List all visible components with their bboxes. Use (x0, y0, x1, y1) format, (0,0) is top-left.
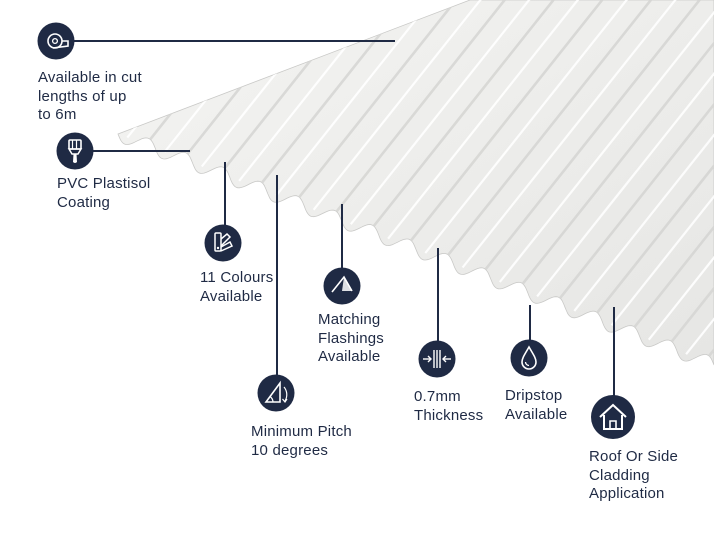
sheet-rib (517, 0, 714, 291)
colour-swatch-icon (204, 224, 242, 262)
leader-lines (70, 40, 615, 398)
corrugated-sheet (117, 0, 714, 366)
label-colours: 11 Colours Available (200, 269, 274, 305)
sheet-rib (331, 0, 514, 218)
sheet-rib (461, 0, 685, 269)
sheet-rib (293, 0, 465, 204)
sheet-rib (536, 0, 714, 298)
sheet-rib (312, 0, 490, 211)
water-drop-icon (510, 339, 548, 377)
sheet-rib (349, 0, 538, 225)
label-dripstop: Dripstop Available (505, 387, 568, 423)
label-flashings: Matching Flashings Available (318, 311, 384, 365)
sheet-rib (647, 0, 714, 341)
sheet-rib (405, 0, 612, 247)
sheet-rib (480, 0, 709, 276)
house-icon (591, 395, 635, 439)
sheet-rib (424, 0, 636, 254)
sheet-rib (573, 0, 714, 312)
thickness-icon (418, 340, 456, 378)
pitch-angle-icon (257, 374, 295, 412)
label-thickness: 0.7mm Thickness (414, 388, 484, 424)
sheet-rib (554, 0, 714, 305)
sheet-rib (610, 0, 714, 326)
tape-measure-icon (37, 22, 75, 60)
label-cladding: Roof Or Side Cladding Application (589, 448, 679, 502)
label-cut-lengths: Available in cut lengths of up to 6m (38, 69, 142, 123)
sheet-rib (442, 0, 660, 262)
sheet-rib (629, 0, 714, 334)
sheet-rib (591, 0, 714, 319)
paint-brush-icon (56, 132, 94, 170)
sheet-rib (387, 0, 587, 240)
label-pitch: Minimum Pitch 10 degrees (251, 423, 352, 459)
sheet-rib (275, 0, 441, 197)
label-coating: PVC Plastisol Coating (57, 175, 151, 211)
sheet-rib (498, 0, 714, 283)
sheet-rib (368, 0, 563, 233)
flashing-icon (323, 267, 361, 305)
